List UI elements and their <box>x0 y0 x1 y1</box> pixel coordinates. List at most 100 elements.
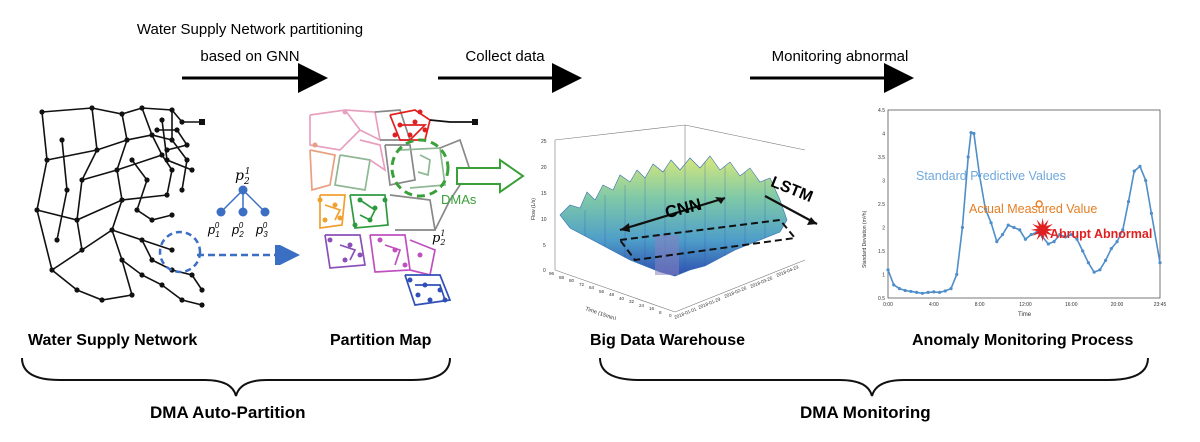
series-point <box>1006 223 1010 227</box>
y-axis-label: Standard Deviation (m³/h) <box>862 210 868 268</box>
time-tick: 48 <box>609 292 615 297</box>
series-point <box>989 221 993 225</box>
series-point <box>972 131 976 136</box>
panel-label-warehouse: Big Data Warehouse <box>590 332 745 349</box>
dma-highlight-circle <box>390 138 450 198</box>
x-tick-label: 23:45 <box>1154 302 1167 308</box>
brace-auto-partition <box>21 357 451 397</box>
series-point <box>892 283 896 287</box>
time-tick: 96 <box>549 271 555 276</box>
y-tick-label: 0.5 <box>878 296 885 302</box>
y-tick-label: 4.5 <box>878 108 885 114</box>
series-point <box>955 272 959 277</box>
series-point <box>897 287 902 291</box>
step-label-partition-line2: based on GNN <box>200 48 300 65</box>
series-point <box>909 289 913 294</box>
step-label-partition-line1: Water Supply Network partitioning <box>136 21 364 38</box>
annotation-measured: Actual Measured Value <box>969 202 1097 216</box>
gnn-node-tree: p21 p10 p20 p30 <box>207 167 270 239</box>
group-label-auto-partition: DMA Auto-Partition <box>150 403 306 422</box>
x-tick-label: 8:00 <box>975 302 985 308</box>
series-point <box>978 174 982 178</box>
date-tick: 2018-04-23 <box>776 264 800 278</box>
time-tick: 32 <box>629 299 635 304</box>
water-supply-network-graph <box>34 105 205 308</box>
y-tick-label: 2 <box>882 226 885 232</box>
series-point <box>1109 247 1113 251</box>
series-point <box>1086 261 1091 265</box>
group-braces <box>21 357 1149 397</box>
brace-monitoring <box>599 357 1149 397</box>
x-tick-label: 4:00 <box>929 302 939 308</box>
series-point <box>1018 228 1022 232</box>
time-axis-label: Time (15min) <box>584 306 617 320</box>
time-tick: 40 <box>619 296 625 301</box>
series-point <box>1046 242 1050 246</box>
panel-label-anomaly: Anomaly Monitoring Process <box>912 332 1134 349</box>
series-point <box>1126 200 1131 204</box>
measured-point-marker <box>1035 200 1043 208</box>
series-point <box>1092 270 1096 274</box>
gnn-root-node <box>238 185 248 195</box>
series-points <box>886 130 1162 295</box>
series-point <box>943 289 947 293</box>
series-point <box>915 290 919 294</box>
series-point <box>1158 261 1162 265</box>
series-point <box>995 240 999 244</box>
series-point <box>983 207 987 211</box>
series-point <box>949 287 953 291</box>
series-point <box>1058 232 1062 237</box>
series-point <box>926 290 930 294</box>
series-point <box>903 288 907 293</box>
step-arrows <box>182 63 914 93</box>
series-point <box>1023 237 1028 241</box>
time-tick: 16 <box>649 306 655 311</box>
series-point <box>886 268 890 272</box>
dashed-window <box>618 218 797 262</box>
partition-map-graph: DMAs p21 <box>309 109 478 306</box>
series-point <box>1029 232 1033 237</box>
y-tick-label: 2.5 <box>878 202 885 208</box>
x-axis-label: Time <box>1018 312 1032 318</box>
y-tick-label: 3 <box>882 179 885 185</box>
x-tick-label: 12:00 <box>1019 302 1032 308</box>
gnn-leaf-node <box>216 207 226 217</box>
series-point <box>960 225 965 230</box>
series-point <box>1138 164 1142 168</box>
time-tick: 88 <box>559 275 565 280</box>
date-tick: 2018-02-26 <box>724 285 748 299</box>
z-tick: 15 <box>541 191 547 197</box>
panel-label-partition: Partition Map <box>330 332 432 349</box>
time-tick: 80 <box>569 278 575 283</box>
x-tick-label: 20:00 <box>1111 302 1124 308</box>
series-point <box>1132 169 1136 173</box>
z-tick: 25 <box>541 139 547 145</box>
gnn-leaf-node <box>260 207 270 217</box>
hollow-green-arrow <box>456 158 525 194</box>
series-point <box>1012 225 1016 230</box>
gnn-leaf-node <box>238 207 248 217</box>
series-point <box>1104 258 1108 262</box>
big-data-surface-plot: CNN LSTM 0 5 10 15 20 25 Flow (L/s) 96 8… <box>531 124 818 320</box>
step-label-partition: Water Supply Network partitioning based … <box>100 16 400 70</box>
y-tick-label: 1.5 <box>878 249 885 255</box>
gnn-leaf-label: p10 <box>207 221 220 239</box>
dashed-mapping-arrow <box>197 245 300 265</box>
step-label-collect: Collect data <box>465 48 545 65</box>
time-tick: 0 <box>669 313 672 318</box>
x-tick-label: 16:00 <box>1065 302 1078 308</box>
series-point <box>1075 237 1079 241</box>
series-point <box>1098 268 1102 272</box>
gnn-leaf-label: p20 <box>231 221 244 239</box>
y-tick-label: 3.5 <box>878 155 885 161</box>
gnn-root-label: p21 <box>235 167 250 187</box>
series-point <box>1144 178 1148 183</box>
series-point <box>1115 240 1119 244</box>
series-point <box>920 291 924 295</box>
time-tick: 56 <box>599 289 605 294</box>
series-point <box>1069 232 1073 237</box>
series-point <box>1063 235 1068 239</box>
z-axis-label: Flow (L/s) <box>531 198 537 220</box>
